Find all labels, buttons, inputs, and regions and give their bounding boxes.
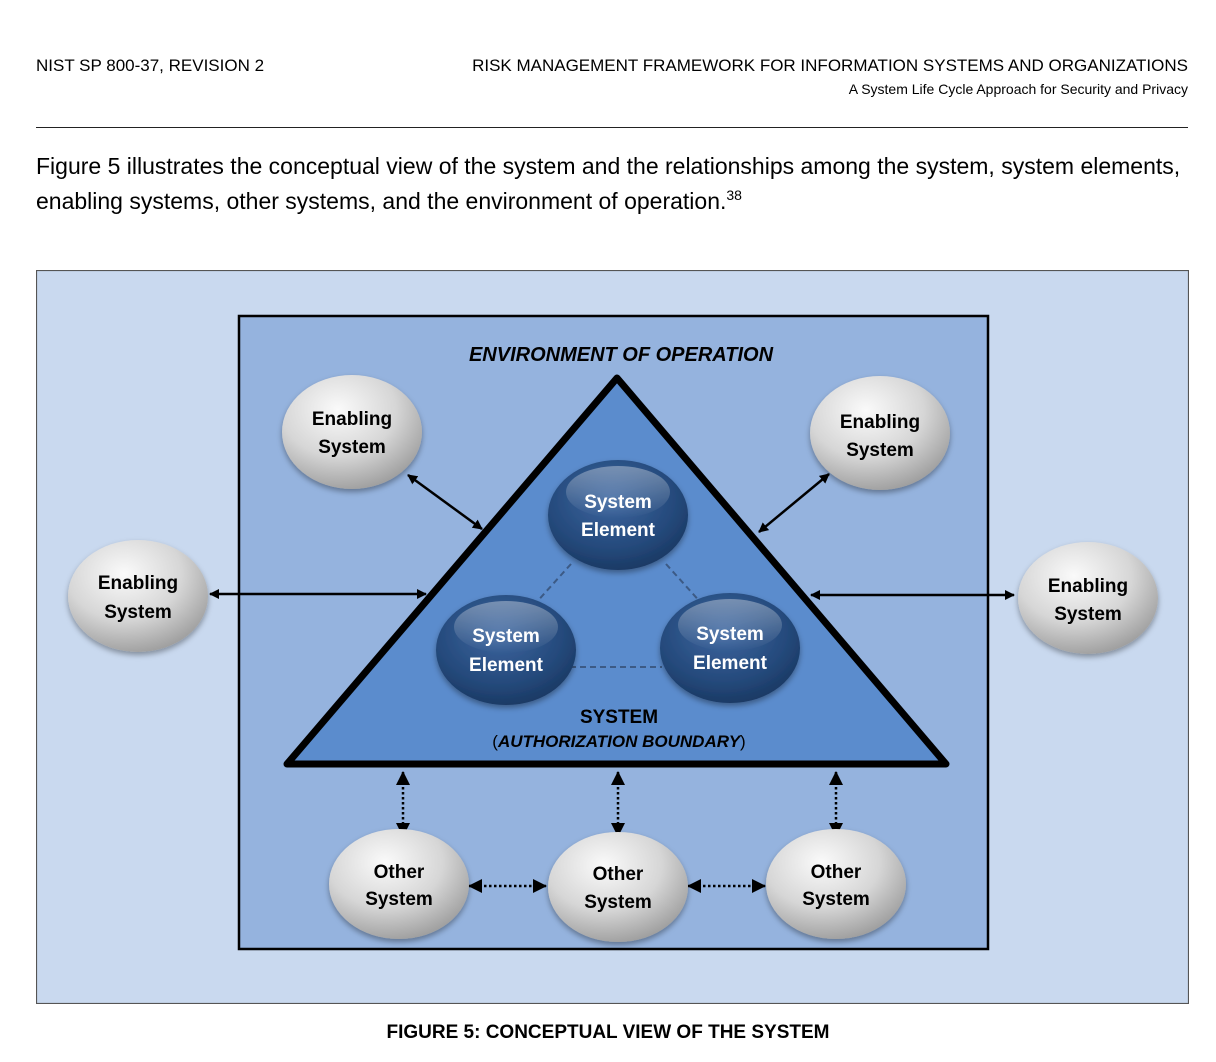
arrow-enabling-top-left (407, 473, 483, 531)
system-element-bottom-right[interactable]: System Element (660, 593, 800, 703)
svg-text:System: System (472, 626, 540, 647)
svg-text:Other: Other (374, 862, 425, 883)
page-header-title: RISK MANAGEMENT FRAMEWORK FOR INFORMATIO… (472, 56, 1188, 75)
intro-text: Figure 5 illustrates the conceptual view… (36, 153, 1181, 214)
svg-text:Enabling: Enabling (312, 409, 392, 430)
svg-text:System: System (696, 624, 764, 645)
system-element-bottom-left[interactable]: System Element (436, 595, 576, 705)
svg-text:System: System (1054, 604, 1122, 625)
enabling-system-top-left[interactable]: Enabling System (282, 375, 422, 489)
svg-text:System: System (584, 492, 652, 513)
footnote-marker[interactable]: 38 (726, 187, 742, 203)
enabling-system-top-right[interactable]: Enabling System (810, 376, 950, 490)
svg-text:System: System (846, 440, 914, 461)
svg-text:System: System (365, 889, 433, 910)
svg-text:Other: Other (593, 864, 644, 885)
svg-text:Enabling: Enabling (840, 412, 920, 433)
arrow-enabling-top-right (758, 473, 830, 533)
figure-conceptual-view: ENVIRONMENT OF OPERATION System Element … (36, 270, 1189, 1004)
other-system-right[interactable]: Other System (766, 829, 906, 939)
header-rule (36, 127, 1188, 128)
svg-text:Enabling: Enabling (1048, 576, 1128, 597)
intro-paragraph: Figure 5 illustrates the conceptual view… (36, 149, 1186, 219)
svg-text:Element: Element (581, 520, 656, 541)
authorization-boundary-label: (AUTHORIZATION BOUNDARY) (492, 732, 745, 751)
figure-caption: FIGURE 5: CONCEPTUAL VIEW OF THE SYSTEM (386, 1022, 830, 1043)
enabling-system-left[interactable]: Enabling System (68, 540, 208, 652)
other-system-left[interactable]: Other System (329, 829, 469, 939)
enabling-system-right[interactable]: Enabling System (1018, 542, 1158, 654)
page-header-left: NIST SP 800-37, REVISION 2 (36, 56, 265, 75)
svg-text:Element: Element (693, 653, 768, 674)
svg-text:Enabling: Enabling (98, 573, 178, 594)
system-element-top[interactable]: System Element (548, 460, 688, 570)
other-system-center[interactable]: Other System (548, 832, 688, 942)
svg-text:System: System (802, 889, 870, 910)
svg-text:Element: Element (469, 655, 544, 676)
page-header-subtitle: A System Life Cycle Approach for Securit… (848, 81, 1188, 97)
environment-label: ENVIRONMENT OF OPERATION (469, 344, 774, 366)
svg-text:System: System (104, 602, 172, 623)
system-label: SYSTEM (580, 707, 658, 728)
svg-text:System: System (584, 892, 652, 913)
svg-text:System: System (318, 437, 386, 458)
svg-text:Other: Other (811, 862, 862, 883)
